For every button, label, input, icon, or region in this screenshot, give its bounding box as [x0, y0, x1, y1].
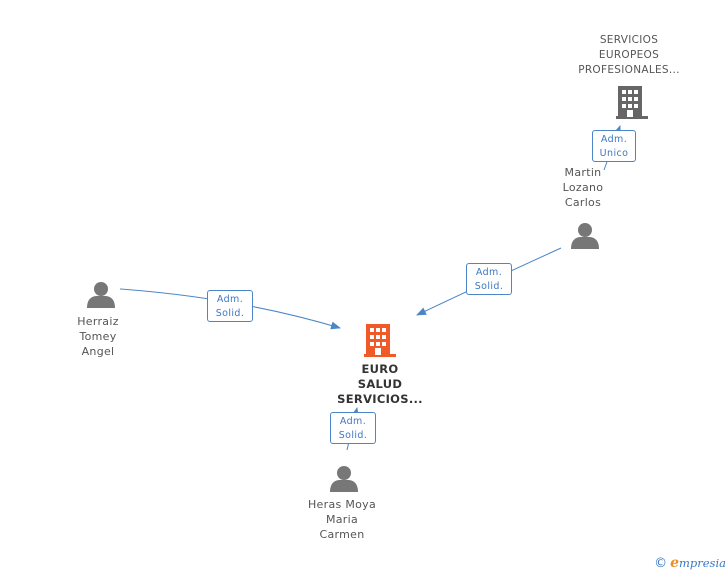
person-name-herraiz[interactable]: Herraiz Tomey Angel: [77, 315, 119, 358]
footer-brand[interactable]: © empresia: [654, 555, 726, 571]
building-icon[interactable]: [364, 324, 396, 357]
copyright-icon: ©: [654, 555, 668, 571]
role-badge: Adm. Solid.: [466, 263, 512, 295]
role-badge: Adm. Unico: [592, 130, 636, 162]
company-name-parent[interactable]: SERVICIOS EUROPEOS PROFESIONALES...: [578, 34, 680, 76]
brand-logo[interactable]: empresia: [670, 555, 726, 571]
person-icon[interactable]: [87, 282, 115, 308]
role-badge: Adm. Solid.: [207, 290, 253, 322]
person-icon[interactable]: [571, 223, 599, 249]
role-badge: Adm. Solid.: [330, 412, 376, 444]
person-icon[interactable]: [330, 466, 358, 492]
building-icon[interactable]: [616, 86, 648, 119]
company-name-main[interactable]: EURO SALUD SERVICIOS...: [337, 362, 423, 406]
person-name-martin[interactable]: Martin Lozano Carlos: [562, 166, 604, 209]
person-name-heras[interactable]: Heras Moya Maria Carmen: [307, 498, 376, 541]
